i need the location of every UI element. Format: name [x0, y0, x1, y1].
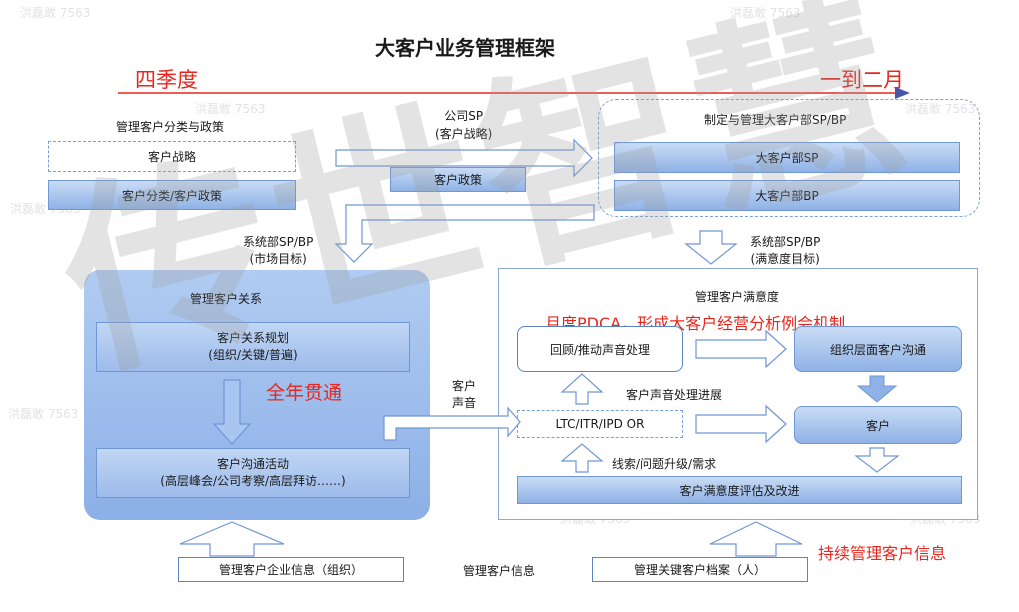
company-sp-label: 公司SP (客户战略) [435, 107, 492, 143]
ltc-to-review-arrow [560, 373, 604, 405]
ltc-to-customer-arrow [695, 404, 787, 444]
timeline-end-label: 一到二月 [820, 68, 904, 92]
sys-sp-bp-left: 系统部SP/BP (市场目标) [243, 234, 313, 268]
review-to-org-arrow [695, 329, 787, 369]
company-sp-arrow [335, 138, 593, 178]
org-to-customer-arrow [856, 375, 898, 403]
escalate-label: 线索/问题升级/需求 [612, 457, 717, 471]
sys-right-down-arrow [684, 230, 738, 265]
customer-policy-box: 客户政策 [390, 167, 526, 192]
voice-line1: 客户 [452, 379, 477, 393]
enterprise-info-label: 管理客户企业信息（组织） [218, 563, 363, 577]
customer-strategy-label: 客户战略 [147, 150, 196, 164]
org-communication-box: 组织层面客户沟通 [794, 326, 962, 372]
customer-voice-label: 客户 声音 [452, 378, 476, 412]
page-title: 大客户业务管理框架 [375, 36, 555, 60]
dept-sp-box: 大客户部SP [614, 142, 960, 173]
satisfaction-evaluate-box: 客户满意度评估及改进 [517, 476, 962, 504]
watermark-text: 洪磊敢 7563 [20, 6, 91, 20]
ltc-box: LTC/ITR/IPD OR [517, 410, 683, 438]
activity-line2: (高层峰会/公司考察/高层拜访……) [160, 474, 346, 488]
dept-bp-label: 大客户部BP [755, 189, 819, 203]
sys-left-line2: (市场目标) [249, 252, 307, 266]
continuous-label: 持续管理客户信息 [818, 544, 947, 563]
evaluate-to-ltc-arrow [560, 443, 604, 473]
manage-info-label: 管理客户信息 [463, 564, 536, 578]
satisfaction-evaluate-label: 客户满意度评估及改进 [679, 483, 800, 498]
plan-to-activity-arrow [212, 379, 252, 445]
customer-classify-box: 客户分类/客户政策 [48, 180, 296, 210]
company-sp-line2: (客户战略) [435, 127, 493, 141]
dept-bp-box: 大客户部BP [614, 180, 960, 211]
company-sp-line1: 公司SP [444, 109, 484, 123]
support-left-arrow [179, 521, 285, 557]
customer-policy-label: 客户政策 [433, 173, 482, 187]
voice-progress-label: 客户声音处理进展 [626, 388, 723, 402]
review-voice-box: 回顾/推动声音处理 [517, 326, 683, 372]
sys-sp-bp-right: 系统部SP/BP (满意度目标) [750, 234, 820, 268]
classify-heading: 管理客户分类与政策 [116, 120, 225, 134]
customer-label: 客户 [865, 418, 890, 433]
relation-plan-line2: (组织/关键/普遍) [208, 348, 298, 362]
key-profile-box: 管理关键客户档案（人） [592, 557, 808, 582]
dept-sp-bp-group [598, 99, 980, 217]
key-profile-label: 管理关键客户档案（人） [633, 563, 766, 577]
sys-left-line1: 系统部SP/BP [243, 235, 314, 249]
org-communication-label: 组织层面客户沟通 [829, 342, 926, 357]
ltc-label: LTC/ITR/IPD OR [555, 417, 645, 431]
sys-left-down-arrow [334, 204, 595, 263]
watermark-text: 洪磊敢 7563 [730, 6, 801, 20]
relation-heading: 管理客户关系 [190, 292, 263, 306]
relation-plan-line1: 客户关系规划 [216, 331, 289, 345]
timeline-arrow-head [895, 87, 910, 99]
year-round-label: 全年贯通 [266, 382, 343, 404]
voice-line2: 声音 [452, 396, 477, 410]
dept-sp-label: 大客户部SP [755, 151, 819, 165]
watermark-text: 洪磊敢 7563 [195, 102, 266, 116]
customer-voice-arrow [383, 406, 521, 441]
activity-line1: 客户沟通活动 [216, 457, 289, 471]
review-voice-label: 回顾/推动声音处理 [549, 342, 651, 357]
support-right-arrow [709, 521, 803, 557]
dept-sp-bp-heading: 制定与管理大客户部SP/BP [704, 113, 847, 127]
sys-right-line2: (满意度目标) [750, 252, 820, 266]
watermark-text: 洪磊敢 7563 [905, 102, 976, 116]
enterprise-info-box: 管理客户企业信息（组织） [178, 557, 404, 582]
customer-to-evaluate-arrow [854, 447, 900, 473]
communication-activity-box: 客户沟通活动 (高层峰会/公司考察/高层拜访……) [96, 448, 410, 498]
timeline-start-label: 四季度 [135, 68, 198, 92]
customer-box: 客户 [794, 406, 962, 444]
watermark-text: 洪磊敢 7563 [8, 407, 79, 421]
customer-classify-label: 客户分类/客户政策 [121, 188, 223, 203]
relation-plan-box: 客户关系规划 (组织/关键/普遍) [96, 322, 410, 372]
sys-right-line1: 系统部SP/BP [750, 235, 821, 249]
customer-strategy-box: 客户战略 [48, 141, 296, 172]
satisfaction-heading: 管理客户满意度 [695, 290, 780, 304]
